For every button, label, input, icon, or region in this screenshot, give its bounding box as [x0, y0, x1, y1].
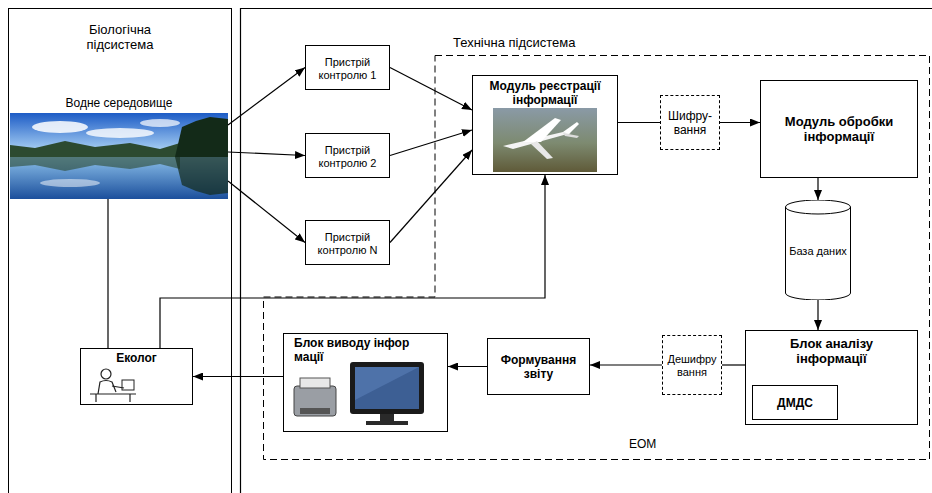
water-illustration [10, 113, 228, 199]
cipher-box: Дешифру вання [662, 335, 722, 395]
environment-box: Водне середовище [10, 97, 228, 199]
graphic-part [10, 157, 180, 171]
graphic-part [531, 141, 553, 159]
node-label: Біологічна підсистема [60, 23, 180, 53]
connector-arrow [390, 130, 472, 156]
drone-photo [493, 108, 597, 172]
graphic-part [366, 421, 408, 425]
node-label: База даних [789, 245, 847, 258]
connector-arrow [722, 364, 745, 365]
node-label: Блок виводу інфор мації [294, 337, 419, 365]
connector-arrow [193, 376, 283, 377]
node-label: Шифру- вання [663, 110, 717, 138]
graphic-part [40, 179, 100, 187]
connector-arrow [228, 181, 305, 243]
connector-arrow [390, 68, 472, 111]
graphic-part [493, 108, 597, 172]
graphic-part [86, 128, 154, 138]
dashed-border [264, 56, 930, 460]
process-box: Модуль реєстрації інформації [472, 75, 618, 175]
computer-icon [292, 360, 442, 430]
graphic-part [355, 367, 419, 400]
graphic-part [563, 122, 579, 134]
node-label: Дешифру вання [665, 353, 719, 378]
output-box: Блок виводу інфор мації [283, 333, 448, 432]
node-label: Блок аналізу інформації [767, 337, 897, 367]
cylinder-rim [786, 207, 851, 214]
node-label: ЕОМ [629, 438, 656, 452]
process-box: Формування звіту [487, 338, 590, 395]
graphic-part [294, 386, 336, 416]
node-label: Пристрій контролю N [308, 231, 387, 256]
connector-arrow [228, 152, 305, 156]
graphic-part [175, 117, 228, 157]
graphic-part [241, 9, 932, 493]
connector-arrow [817, 178, 818, 200]
node-label: Формування звіту [490, 354, 587, 382]
actor-box: Еколог [80, 348, 193, 405]
connector-arrow [228, 68, 305, 126]
connector-arrow [160, 175, 545, 348]
region-panel: Біологічна підсистемаВодне середовищеЕко… [8, 8, 232, 493]
graphic-part [563, 133, 579, 138]
cylinder-body [786, 200, 851, 300]
node-label: ДМДС [777, 397, 813, 411]
region-outline: Технічна підсистемаЕОММодуль реєстрації … [263, 55, 930, 460]
graphic-part [122, 380, 134, 390]
node-label: Еколог [116, 352, 157, 366]
graphic-part [350, 362, 424, 414]
graphic-part [98, 381, 116, 395]
method-box: ДМДС [752, 385, 838, 420]
node-label: Модуль обробки інформації [763, 115, 915, 145]
graphic-part [101, 369, 111, 379]
node-label: Пристрій контролю 1 [308, 56, 387, 81]
process-box: Блок аналізу інформаціїДМДС [745, 330, 918, 425]
graphic-part [355, 367, 419, 409]
graphic-part [32, 121, 88, 133]
connector-arrow [390, 150, 472, 243]
connector-arrow [107, 199, 108, 348]
device-box: Пристрій контролю N [305, 220, 390, 265]
graphic-part [300, 408, 330, 414]
connector-arrow [817, 300, 818, 330]
graphic-part [10, 113, 228, 157]
graphic-part [10, 157, 228, 199]
graphic-part [523, 118, 561, 142]
connector-arrow [720, 122, 760, 123]
cipher-box: Шифру- вання [660, 95, 720, 150]
graphic-part [90, 394, 136, 402]
database-cylinder: База даних [785, 200, 851, 300]
graphic-part [175, 157, 228, 195]
ecologist-icon [86, 366, 140, 403]
connector-arrow [590, 364, 662, 365]
node-label: Технічна підсистема [453, 36, 576, 51]
connector-arrow [448, 366, 487, 367]
node-label: Водне середовище [63, 97, 176, 111]
graphic-part [10, 141, 180, 157]
graphic-part [380, 414, 394, 421]
graphic-part [300, 378, 330, 388]
node-label: Пристрій контролю 2 [308, 144, 387, 169]
device-box: Пристрій контролю 2 [305, 133, 390, 178]
process-box: Модуль обробки інформації [760, 80, 918, 178]
connector-arrow [618, 122, 660, 123]
node-label: Модуль реєстрації інформації [475, 80, 615, 108]
device-box: Пристрій контролю 1 [305, 45, 390, 90]
graphic-part [140, 119, 180, 127]
